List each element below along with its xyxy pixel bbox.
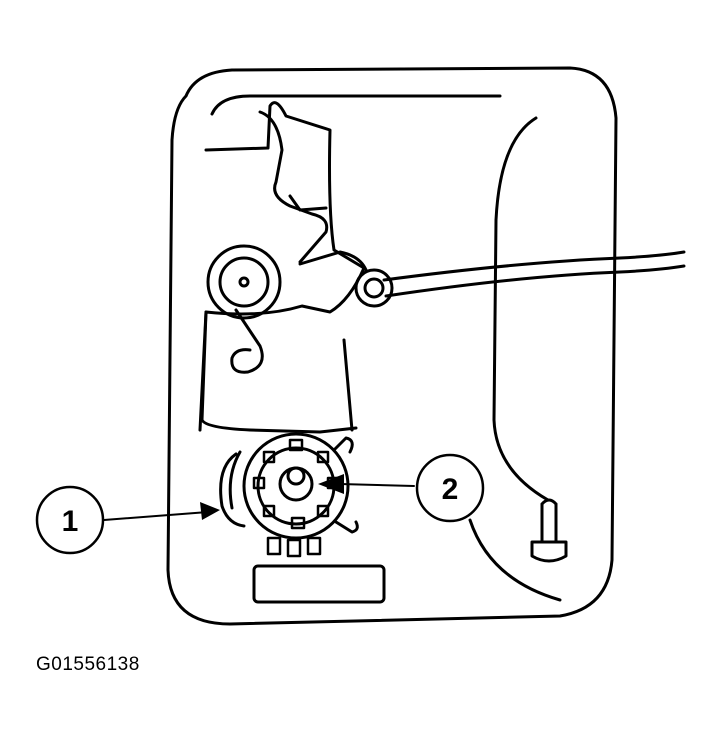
release-lever [258, 110, 329, 264]
actuator-body [242, 432, 350, 540]
callout-number-2: 2 [442, 473, 459, 506]
leader-line-2 [339, 483, 415, 487]
callout-number-1: 1 [62, 505, 79, 538]
pivot-pulley-outer [206, 244, 282, 320]
cable [382, 250, 686, 282]
actuator-spring-wire [219, 450, 246, 528]
callout-circle-2 [415, 453, 485, 523]
housing-inner-edge [210, 94, 502, 116]
cable-grommet-outer [354, 268, 394, 308]
lever-arm [298, 250, 368, 272]
pivot-pulley-hub [238, 276, 250, 288]
actuator-spring-hook-bottom [334, 520, 359, 534]
cable-grommet-inner [363, 277, 385, 299]
mounting-stud [540, 498, 558, 544]
mounting-stud-base [530, 540, 568, 563]
actuator-base-pins [266, 536, 322, 558]
mounting-plate [200, 101, 366, 434]
figure-id: G01556138 [36, 654, 140, 675]
actuator-ring [256, 446, 336, 526]
housing-bottom-inner-curve [468, 518, 562, 602]
leader-line-1 [103, 511, 209, 521]
arrowhead-1 [200, 502, 220, 520]
center-stud-inner [286, 466, 306, 486]
arrowhead-2 [318, 474, 344, 494]
callout-circle-1 [35, 485, 105, 555]
lower-slot [252, 564, 386, 604]
actuator-spring-hook-top [332, 436, 354, 454]
housing-right-inner-curve [492, 116, 550, 502]
pivot-pulley-mid [218, 256, 270, 308]
cable-lower-edge [384, 264, 686, 298]
lever-tab [288, 194, 328, 212]
plate-vertical-rib [342, 338, 354, 432]
housing-outline [166, 66, 618, 626]
plate-lower-edge [198, 310, 208, 432]
return-spring [230, 308, 264, 374]
